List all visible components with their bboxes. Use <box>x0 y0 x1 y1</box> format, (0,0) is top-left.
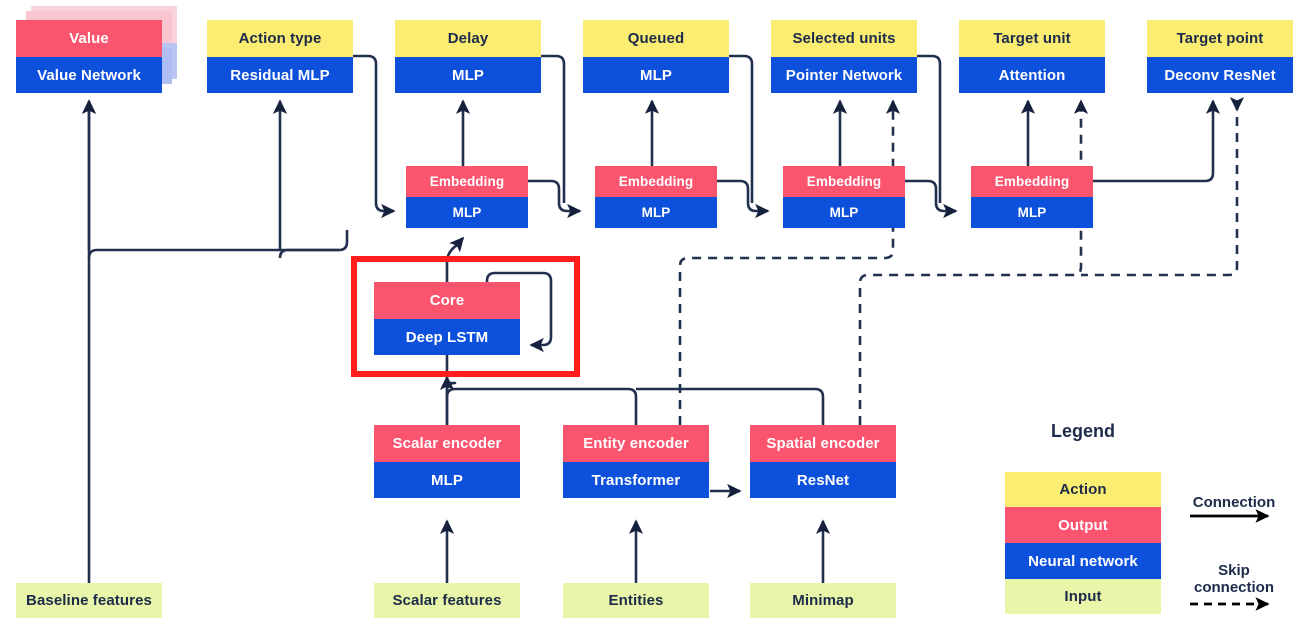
node-selected-units-action: Selected units <box>771 20 917 57</box>
node-target-unit-network: Attention <box>959 57 1105 93</box>
node-action-type-action: Action type <box>207 20 353 57</box>
node-embedding-1-output: Embedding <box>406 166 528 197</box>
node-spatial-encoder-network: ResNet <box>750 462 896 498</box>
node-embedding-2-output: Embedding <box>595 166 717 197</box>
node-target-unit[interactable]: Target unit Attention <box>959 20 1105 93</box>
legend-title: Legend <box>1050 421 1115 441</box>
node-embedding-4-output: Embedding <box>971 166 1093 197</box>
node-embedding-3-network: MLP <box>783 197 905 228</box>
node-delay-action: Delay <box>395 20 541 57</box>
node-target-point-action: Target point <box>1147 20 1293 57</box>
node-value-network: Value Network <box>16 57 162 93</box>
legend-swatch-output: Output <box>1005 507 1161 543</box>
node-embedding-2-network: MLP <box>595 197 717 228</box>
node-spatial-encoder-output: Spatial encoder <box>750 425 896 462</box>
node-core[interactable]: Core Deep LSTM <box>374 282 520 355</box>
node-target-unit-action: Target unit <box>959 20 1105 57</box>
node-action-type-network: Residual MLP <box>207 57 353 93</box>
node-entity-encoder-output: Entity encoder <box>563 425 709 462</box>
node-value-action: Value <box>16 20 162 57</box>
node-embedding-1[interactable]: Embedding MLP <box>406 166 528 228</box>
node-delay[interactable]: Delay MLP <box>395 20 541 93</box>
node-selected-units[interactable]: Selected units Pointer Network <box>771 20 917 93</box>
node-embedding-4[interactable]: Embedding MLP <box>971 166 1093 228</box>
legend-swatch-input: Input <box>1005 579 1161 614</box>
node-selected-units-network: Pointer Network <box>771 57 917 93</box>
node-spatial-encoder[interactable]: Spatial encoder ResNet <box>750 425 896 498</box>
node-core-network: Deep LSTM <box>374 319 520 355</box>
node-input-baseline-features[interactable]: Baseline features <box>16 583 162 618</box>
legend-swatch-neural-network: Neural network <box>1005 543 1161 579</box>
node-embedding-2[interactable]: Embedding MLP <box>595 166 717 228</box>
node-embedding-3-output: Embedding <box>783 166 905 197</box>
node-scalar-encoder[interactable]: Scalar encoder MLP <box>374 425 520 498</box>
legend-swatch-action: Action <box>1005 472 1161 507</box>
node-entity-encoder[interactable]: Entity encoder Transformer <box>563 425 709 498</box>
node-action-type[interactable]: Action type Residual MLP <box>207 20 353 93</box>
node-core-output: Core <box>374 282 520 319</box>
legend-connection-label: Connection <box>1192 494 1276 511</box>
node-entity-encoder-network: Transformer <box>563 462 709 498</box>
node-input-minimap[interactable]: Minimap <box>750 583 896 618</box>
node-delay-network: MLP <box>395 57 541 93</box>
node-embedding-3[interactable]: Embedding MLP <box>783 166 905 228</box>
node-target-point-network: Deconv ResNet <box>1147 57 1293 93</box>
node-scalar-encoder-network: MLP <box>374 462 520 498</box>
node-embedding-1-network: MLP <box>406 197 528 228</box>
node-queued-network: MLP <box>583 57 729 93</box>
legend-skip-connection-label: Skip connection <box>1193 562 1274 597</box>
node-input-entities[interactable]: Entities <box>563 583 709 618</box>
node-queued-action: Queued <box>583 20 729 57</box>
node-embedding-4-network: MLP <box>971 197 1093 228</box>
core-highlight-box <box>351 256 580 377</box>
node-target-point[interactable]: Target point Deconv ResNet <box>1147 20 1293 93</box>
node-value[interactable]: Value Value Network <box>16 20 162 93</box>
node-queued[interactable]: Queued MLP <box>583 20 729 93</box>
node-scalar-encoder-output: Scalar encoder <box>374 425 520 462</box>
node-input-scalar-features[interactable]: Scalar features <box>374 583 520 618</box>
